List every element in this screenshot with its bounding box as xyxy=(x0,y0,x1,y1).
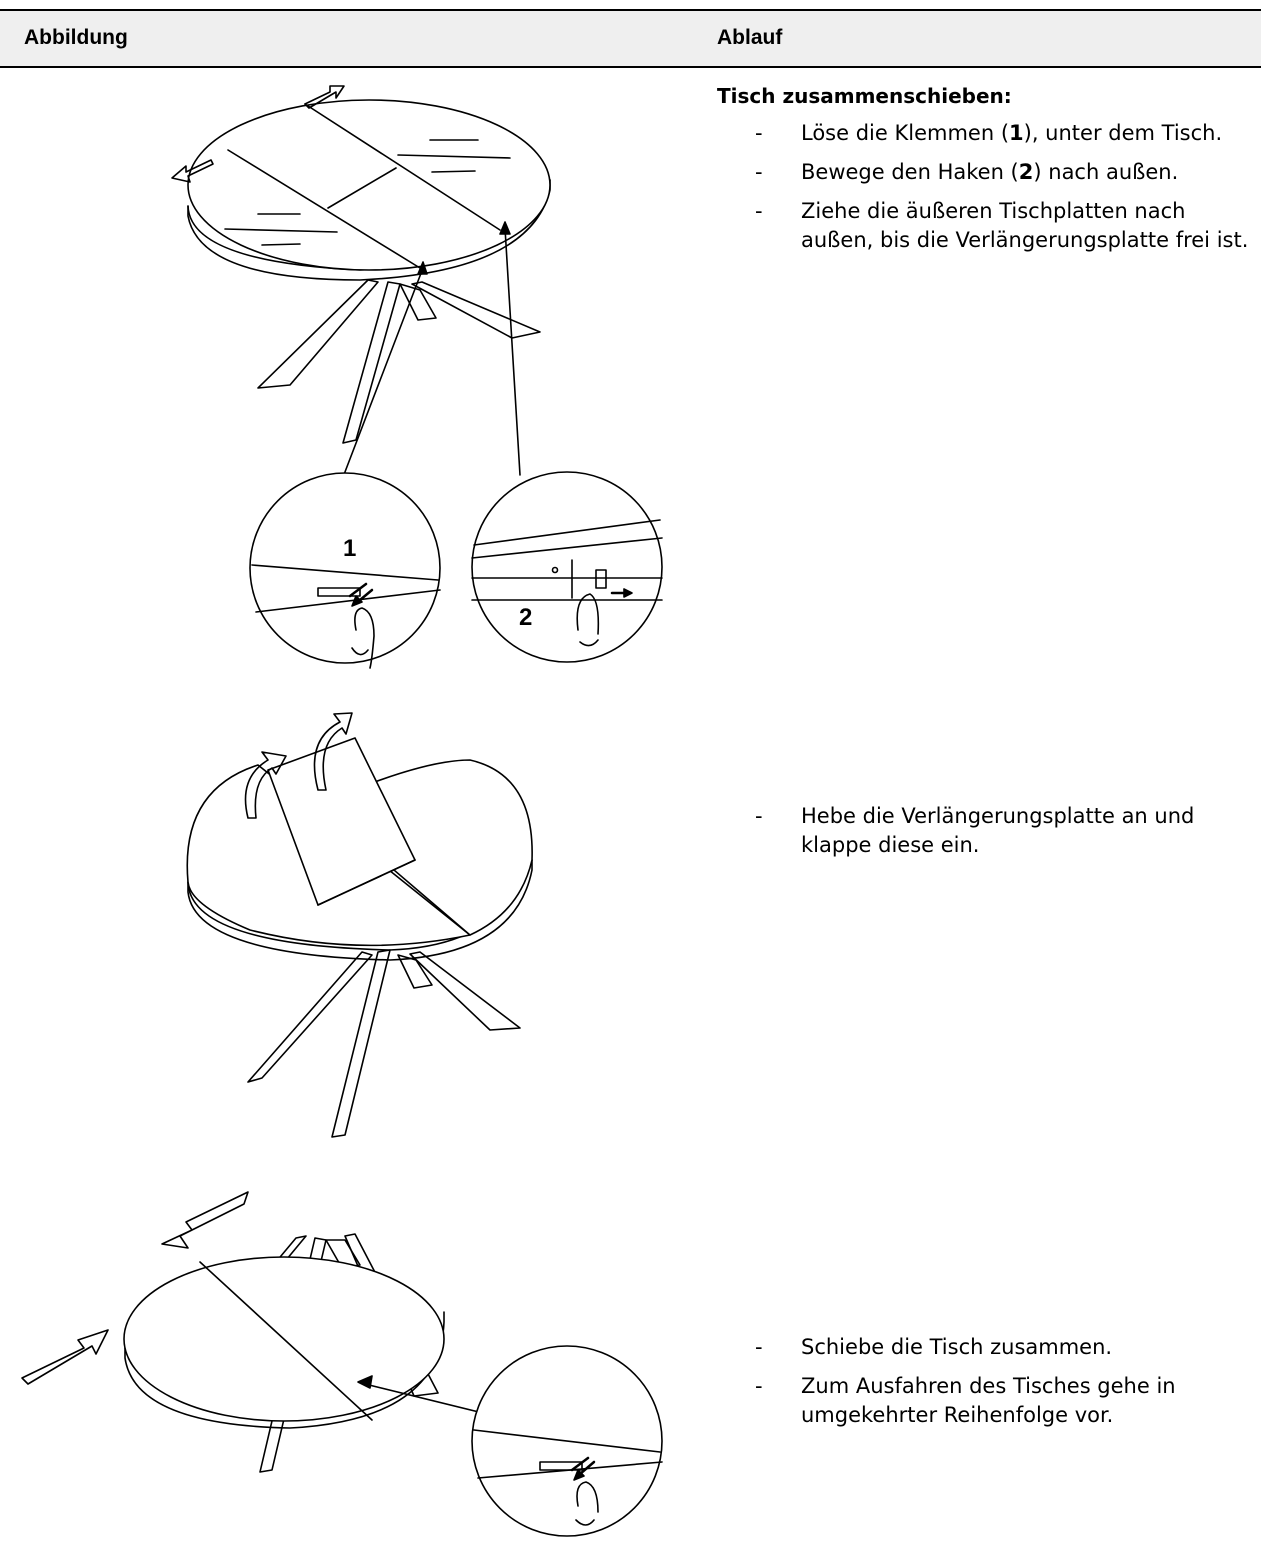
push-arrow-icon xyxy=(21,1329,109,1385)
list-item: - Bewege den Haken (2) nach außen. xyxy=(755,160,1179,184)
list-item: - Zum Ausfahren des Tisches gehe in umge… xyxy=(755,1374,1176,1427)
pointer-line xyxy=(504,227,521,476)
step-3: - Schiebe die Tisch zusammen. - Zum Ausf… xyxy=(717,1333,1257,1440)
push-arrow-icon xyxy=(304,85,345,109)
table-leg xyxy=(399,283,437,321)
pull-arrow-icon xyxy=(171,159,214,183)
column-header-procedure: Ablauf xyxy=(717,26,783,49)
top-rule xyxy=(0,9,1261,11)
callout-1: 1 xyxy=(343,535,356,562)
detail-circle-clamp xyxy=(249,472,441,664)
table-leg xyxy=(342,281,401,444)
detail-circle-hook xyxy=(471,471,663,663)
pull-arrow-icon xyxy=(161,1191,249,1249)
seam-line xyxy=(227,149,421,269)
table-leg xyxy=(411,281,541,339)
table-leg xyxy=(325,1239,361,1269)
illustration-fold-leaf xyxy=(186,712,533,1138)
seam-line xyxy=(199,1261,373,1421)
fold-arrow-icon xyxy=(244,751,287,819)
table-leg xyxy=(257,279,379,389)
list-item: - Löse die Klemmen (1), unter dem Tisch. xyxy=(755,121,1223,145)
pointer-line xyxy=(339,267,424,486)
illustration-extended-table: 1 2 xyxy=(171,85,663,669)
tabletop-rim xyxy=(187,179,551,281)
fold-arrow-icon xyxy=(313,712,353,791)
seam-line xyxy=(327,167,397,209)
list-item: - Hebe die Verlängerungsplatte an und kl… xyxy=(755,804,1195,857)
seam-line xyxy=(304,103,501,231)
table-leg xyxy=(331,949,391,1138)
ref-number: 1 xyxy=(1009,121,1024,145)
table-header: Abbildung Ablauf xyxy=(0,11,1261,68)
ref-number: 2 xyxy=(1018,160,1034,184)
column-header-illustration: Abbildung xyxy=(24,26,128,49)
callout-2: 2 xyxy=(519,604,532,631)
table-leg xyxy=(409,951,521,1031)
step-1-title: Tisch zusammenschieben: xyxy=(717,84,1012,108)
list-item: - Schiebe die Tisch zusammen. xyxy=(755,1335,1113,1359)
step-2: - Hebe die Verlängerungsplatte an und kl… xyxy=(717,802,1257,870)
illustration-closed-table xyxy=(21,1191,663,1537)
tabletop xyxy=(187,99,551,271)
step-1: Tisch zusammenschieben: - Löse die Klemm… xyxy=(717,82,1257,265)
table-leg xyxy=(247,951,373,1083)
list-item: - Ziehe die äußeren Tischplatten nach au… xyxy=(755,199,1249,252)
